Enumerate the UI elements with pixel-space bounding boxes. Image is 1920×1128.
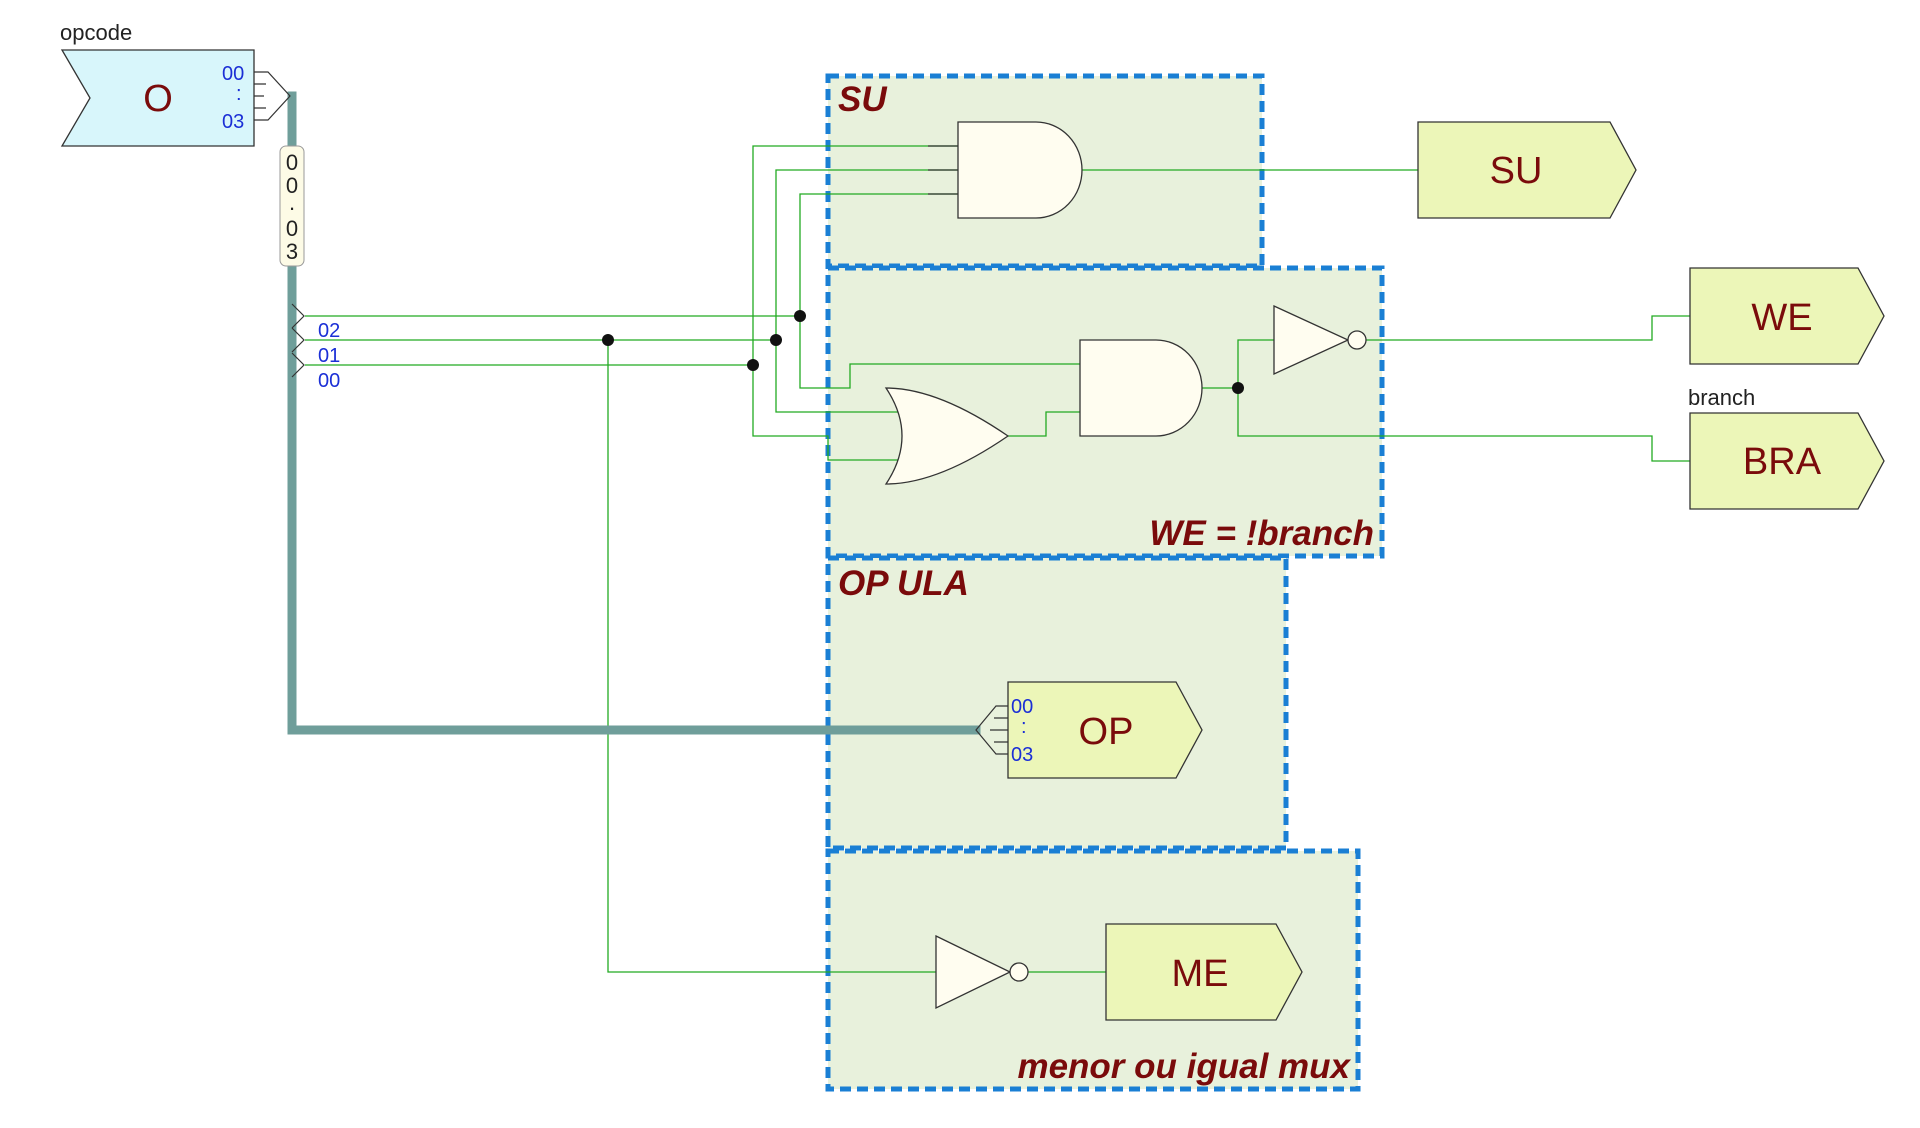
input-opcode-bit-bottom: 03 — [222, 111, 244, 133]
junction-bit-01-me — [602, 334, 614, 346]
wire-bit-01-up — [775, 169, 958, 340]
output-bra-body — [1689, 412, 1885, 510]
junction-bit-02 — [794, 310, 806, 322]
output-we-body — [1689, 267, 1885, 365]
input-opcode-label: O — [143, 78, 173, 120]
opcode-bus — [287, 91, 981, 735]
group-we-caption: WE = !branch — [1149, 514, 1374, 553]
and-gate-we-body — [1079, 339, 1203, 437]
splitter-tick-01 — [291, 327, 305, 353]
junctions — [602, 310, 1244, 394]
splitter-tick-02 — [291, 303, 305, 329]
junction-bit-00 — [747, 359, 759, 371]
splitter-tick-00 — [291, 352, 305, 378]
output-op[interactable]: 00 : 03 OP — [975, 681, 1203, 779]
and-gate-su-body — [957, 121, 1083, 219]
group-su-title: SU — [838, 80, 887, 119]
splitter-bit-02: 02 — [318, 320, 340, 342]
splitter-bit-00: 00 — [318, 370, 340, 392]
output-me[interactable]: ME — [1105, 923, 1303, 1021]
and-gate-su — [928, 121, 1083, 219]
wire-bit-02-down — [799, 316, 1080, 389]
output-me-label: ME — [1172, 953, 1229, 995]
bus-width-char-0: 0 — [286, 150, 298, 175]
not-gate-we — [1273, 304, 1367, 376]
group-me-caption: menor ou igual mux — [1017, 1047, 1351, 1086]
output-op-bit-colon: : — [1021, 716, 1027, 738]
input-opcode-bit-top: 00 — [222, 63, 244, 85]
splitter-bit-01: 01 — [318, 345, 340, 367]
wire-to-not-we — [1237, 339, 1274, 388]
output-su-body — [1417, 121, 1637, 219]
and-gate-su-inputs — [928, 145, 958, 195]
not-gate-we-body — [1273, 304, 1350, 376]
wire-bit-00-up — [752, 145, 958, 365]
output-op-splitter — [975, 705, 1008, 755]
output-me-body — [1105, 923, 1303, 1021]
junction-bit-01 — [770, 334, 782, 346]
bus-width-char-4: 3 — [286, 239, 298, 264]
output-op-label: OP — [1079, 711, 1134, 753]
output-bra-label: BRA — [1743, 441, 1822, 483]
bus-width-char-2: . — [289, 190, 295, 215]
input-opcode-splitter — [254, 71, 291, 121]
wire-bit-01-down — [775, 340, 904, 413]
bus-width-char-1: 0 — [286, 173, 298, 198]
input-opcode-body — [60, 49, 255, 147]
junction-and2-out — [1232, 382, 1244, 394]
or-gate-we — [884, 387, 1010, 485]
output-su-label: SU — [1490, 150, 1543, 192]
wires — [305, 145, 1690, 973]
wire-to-me — [607, 340, 936, 973]
input-opcode-caption: opcode — [60, 20, 132, 45]
output-op-body — [1007, 681, 1203, 779]
not-gate-me-bubble — [1009, 962, 1029, 982]
bus: 02 01 00 0 0 . 0 3 — [279, 91, 981, 735]
input-opcode-bit-colon: : — [236, 83, 242, 105]
wire-or-out — [1008, 411, 1080, 437]
not-gate-me-body — [935, 934, 1012, 1010]
input-opcode[interactable]: opcode O 00 : 03 — [60, 20, 291, 147]
wire-to-bra — [1237, 388, 1690, 462]
group-op-ula-title: OP ULA — [838, 564, 969, 603]
not-gate-me — [935, 934, 1029, 1010]
wire-bit-02-up — [799, 193, 958, 316]
wire-to-we — [1366, 315, 1690, 341]
and-gate-we — [1079, 339, 1203, 437]
output-op-bit-top: 00 — [1011, 696, 1033, 718]
wire-bit-00-down — [752, 365, 904, 461]
bus-width-label-box — [279, 145, 305, 267]
output-op-bit-bottom: 03 — [1011, 744, 1033, 766]
output-we-label: WE — [1751, 297, 1812, 339]
output-bra-caption: branch — [1688, 385, 1755, 410]
output-su[interactable]: SU — [1417, 121, 1637, 219]
not-gate-we-bubble — [1347, 330, 1367, 350]
output-bra[interactable]: branch BRA — [1688, 385, 1885, 510]
group-su: SU — [825, 73, 1265, 269]
or-gate-we-body — [884, 387, 1010, 485]
bus-width-char-3: 0 — [286, 216, 298, 241]
output-we[interactable]: WE — [1689, 267, 1885, 365]
